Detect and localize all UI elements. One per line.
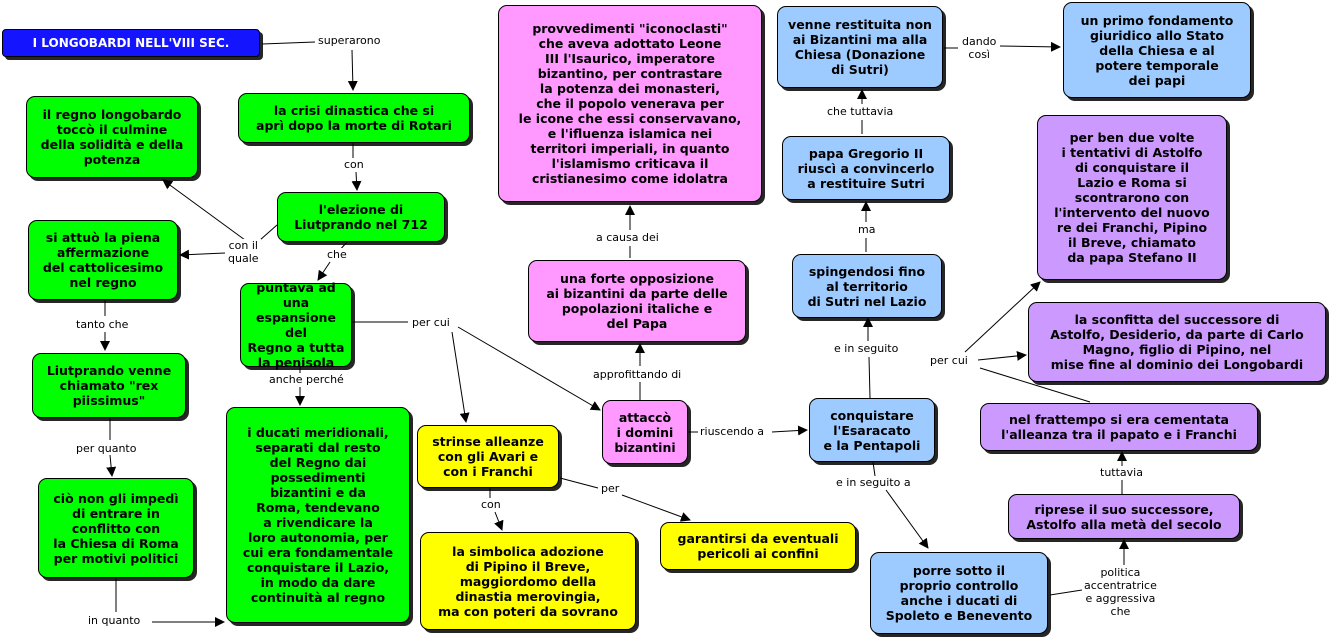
link-con-il-quale: con il quale bbox=[226, 239, 261, 265]
link-dando-cosi: dando così bbox=[960, 35, 999, 61]
link-per-cui-franchi: per cui bbox=[928, 354, 970, 367]
link-per-quanto: per quanto bbox=[74, 442, 139, 455]
node-sutri-lazio: spingendosi fino al territorio di Sutri … bbox=[792, 254, 942, 318]
node-spoleto-benevento: porre sotto il proprio controllo anche i… bbox=[870, 552, 1048, 634]
node-forte-opposizione: una forte opposizione ai bizantini da pa… bbox=[528, 260, 746, 342]
node-conflitto-chiesa: ciò non gli impedì di entrare in conflit… bbox=[38, 478, 194, 578]
node-esarcato-pentapoli: conquistare l'Esaracato e la Pentapoli bbox=[809, 398, 935, 462]
link-superarono: superarono bbox=[316, 34, 383, 47]
link-e-in-seguito: e in seguito bbox=[832, 342, 901, 355]
link-in-quanto: in quanto bbox=[86, 614, 143, 627]
node-sconfitta-desiderio: la sconfitta del successore di Astolfo, … bbox=[1028, 302, 1326, 382]
node-regno-culmine: il regno longobardo toccò il culmine del… bbox=[26, 96, 198, 178]
node-alleanze-avari-franchi: strinse alleanze con gli Avari e con i F… bbox=[417, 425, 559, 488]
node-attacco-bizantini: attaccò i domini bizantini bbox=[602, 400, 688, 464]
node-riprese-astolfo: riprese il suo successore, Astolfo alla … bbox=[1008, 494, 1240, 539]
node-tentativi-astolfo: per ben due volte i tentativi di Astolfo… bbox=[1037, 115, 1227, 280]
node-adozione-pipino: la simbolica adozione di Pipino il Breve… bbox=[420, 532, 636, 630]
node-gregorio-ii: papa Gregorio II riuscì a convincerlo a … bbox=[782, 136, 950, 200]
link-che: che bbox=[325, 248, 349, 261]
node-elezione-liutprando: l'elezione di Liutprando nel 712 bbox=[277, 192, 445, 242]
link-politica-accentratrice: politica accentratrice e aggressiva che bbox=[1082, 566, 1159, 618]
link-e-in-seguito-a: e in seguito a bbox=[834, 476, 913, 489]
node-provvedimenti-iconoclasti: provvedimenti "iconoclasti" che aveva ad… bbox=[498, 5, 762, 202]
node-fondamento-stato-chiesa: un primo fondamento giuridico allo Stato… bbox=[1063, 2, 1251, 98]
diagram-title: I LONGOBARDI NELL'VIII SEC. bbox=[2, 29, 260, 57]
link-con: con bbox=[342, 158, 366, 171]
node-rex-piissimus: Liutprando venne chiamato "rex piissimus… bbox=[32, 353, 186, 418]
link-che-tuttavia: che tuttavia bbox=[825, 105, 896, 118]
node-donazione-sutri: venne restituita non ai Bizantini ma all… bbox=[777, 6, 943, 88]
node-ducati-meridionali: i ducati meridionali, separati dal resto… bbox=[226, 407, 410, 623]
link-tanto-che: tanto che bbox=[74, 318, 131, 331]
link-ma: ma bbox=[856, 223, 878, 236]
link-tuttavia: tuttavia bbox=[1098, 466, 1145, 479]
link-approfittando-di: approfittando di bbox=[591, 368, 684, 381]
node-garantirsi-confini: garantirsi da eventuali pericoli ai conf… bbox=[660, 522, 856, 570]
node-cattolicesimo: si attuò la piena affermazione del catto… bbox=[28, 220, 178, 300]
link-riuscendo-a: riuscendo a bbox=[698, 425, 767, 438]
link-a-causa-dei: a causa dei bbox=[594, 231, 661, 244]
link-con-adozione: con bbox=[479, 498, 503, 511]
node-espansione-regno: puntava ad una espansione del Regno a tu… bbox=[240, 280, 352, 370]
node-alleanza-papato-franchi: nel frattempo si era cementata l'alleanz… bbox=[980, 403, 1258, 451]
link-per: per bbox=[599, 482, 622, 495]
link-per-cui: per cui bbox=[410, 316, 452, 329]
node-crisi-dinastica: la crisi dinastica che si aprì dopo la m… bbox=[238, 93, 470, 143]
link-anche-perche: anche perché bbox=[267, 373, 346, 386]
